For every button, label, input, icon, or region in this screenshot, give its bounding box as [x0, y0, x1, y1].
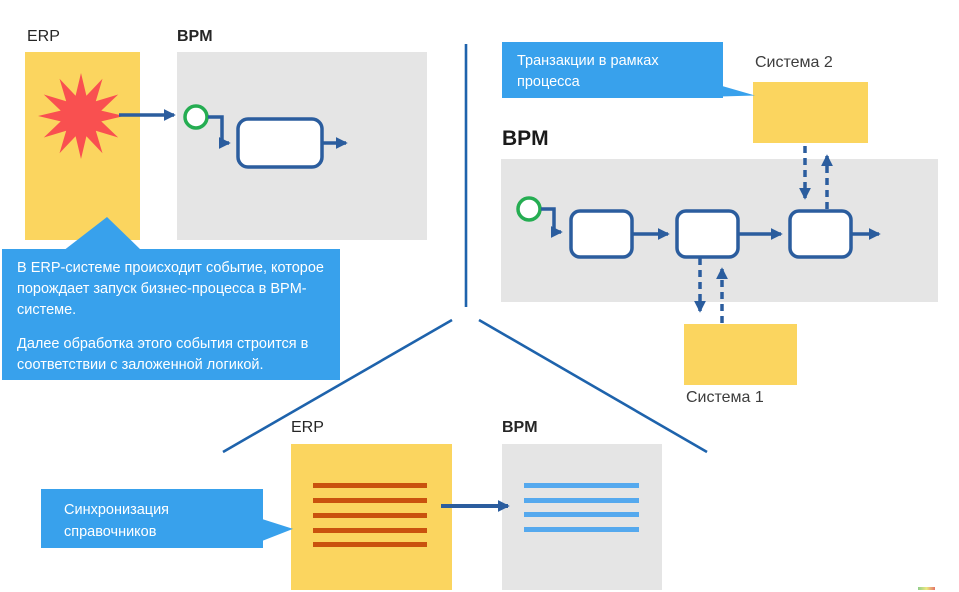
- erp-record-line: [313, 483, 427, 488]
- bpm-record-line: [524, 512, 639, 517]
- bpm-system-box-bottom: [502, 444, 662, 590]
- callout-sync: Синхронизация справочников: [41, 489, 263, 548]
- callout-erp-event-text-1: В ERP-системе происходит событие, которо…: [17, 260, 324, 318]
- erp-record-line: [313, 498, 427, 503]
- erp-record-line: [313, 513, 427, 518]
- system2-box: [753, 82, 868, 143]
- erp-lane-label-bottom: ERP: [291, 419, 324, 436]
- logo-fragment: [918, 587, 935, 590]
- system1-label: Система 1: [686, 389, 764, 406]
- erp-record-line: [313, 542, 427, 547]
- callout-transactions: Транзакции в рамках процесса: [502, 42, 723, 98]
- system2-label: Система 2: [755, 54, 833, 71]
- erp-lane-label-top-left: ERP: [27, 28, 60, 45]
- system1-box: [684, 324, 797, 385]
- bpm-record-line: [524, 527, 639, 532]
- erp-record-line: [313, 528, 427, 533]
- bpm-lane-label-top-left: BPM: [177, 28, 213, 45]
- callout-transactions-text: Транзакции в рамках процесса: [517, 53, 659, 90]
- erp-system-box-top-left: [25, 52, 140, 240]
- bpm-lane-label-right: BPM: [502, 127, 549, 150]
- callout-pointer-right: [262, 519, 293, 541]
- bpm-record-line: [524, 483, 639, 488]
- bpm-system-box-right: [501, 159, 938, 302]
- callout-erp-event: В ERP-системе происходит событие, которо…: [2, 249, 340, 380]
- callout-erp-event-text-2: Далее обработка этого события строится в…: [17, 336, 309, 373]
- bpm-record-line: [524, 498, 639, 503]
- bpm-system-box-top-left: [177, 52, 427, 240]
- callout-sync-text: Синхронизация справочников: [64, 502, 170, 540]
- bpm-lane-label-bottom: BPM: [502, 419, 538, 436]
